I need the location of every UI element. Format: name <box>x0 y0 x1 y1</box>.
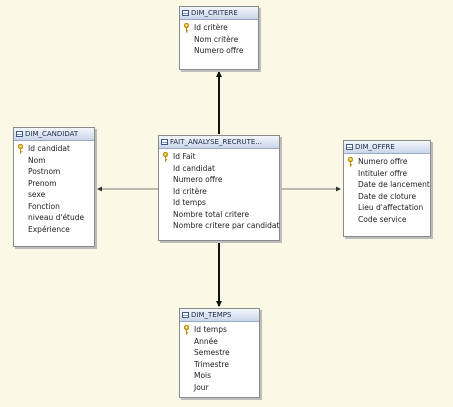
table-field[interactable]: Code service <box>344 214 430 226</box>
primary-key-field[interactable]: Id Fait <box>159 151 279 163</box>
table-field[interactable]: Intituler offre <box>344 168 430 180</box>
key-icon <box>17 144 24 154</box>
field-name: Numero offre <box>173 175 223 184</box>
field-name: Nom <box>28 155 46 165</box>
field-name: Nombre total critere <box>173 209 250 219</box>
table-field[interactable]: Date de lancement <box>344 179 430 191</box>
field-name: Lieu d'affectation <box>358 203 424 212</box>
table-field[interactable]: Jour <box>180 382 259 394</box>
field-name: Id temps <box>173 198 206 207</box>
key-icon <box>162 152 169 162</box>
field-name: Date de lancement <box>358 180 430 189</box>
field-name: Fonction <box>28 201 60 211</box>
field-name: Postnom <box>28 167 61 176</box>
table-field[interactable]: Prenom <box>14 178 94 190</box>
table-field[interactable]: Nom <box>14 155 94 167</box>
table-field[interactable]: niveau d'étude <box>14 212 94 224</box>
table-field[interactable]: Date de cloture <box>344 191 430 203</box>
table-field[interactable]: Mois <box>180 370 259 382</box>
key-icon <box>183 325 190 335</box>
field-name: Semestre <box>194 348 230 357</box>
field-name: niveau d'étude <box>28 213 85 222</box>
table-header[interactable]: DIM_OFFRE <box>344 141 430 154</box>
table-field[interactable]: Id temps <box>159 197 279 209</box>
table-title: DIM_CANDIDAT <box>25 130 79 138</box>
primary-key-field[interactable]: Id critère <box>180 22 258 34</box>
table-field[interactable]: Nombre total critere <box>159 209 279 221</box>
field-name: Id candidat <box>28 144 70 153</box>
table-field[interactable]: Fonction <box>14 201 94 213</box>
table-field[interactable]: sexe <box>14 189 94 201</box>
field-name: Id temps <box>194 325 227 334</box>
field-name: Id Fait <box>173 152 196 161</box>
field-name: Prenom <box>28 178 57 188</box>
field-name: Id critère <box>173 186 207 196</box>
field-name: Nom critère <box>194 34 239 44</box>
table-icon <box>182 10 189 16</box>
field-name: Numero offre <box>358 157 408 166</box>
table-title: DIM_OFFRE <box>355 143 395 151</box>
field-name: Numero offre <box>194 46 244 55</box>
field-name: Id critère <box>194 23 228 32</box>
table-icon <box>161 139 168 145</box>
field-name: Intituler offre <box>358 168 408 178</box>
table-icon <box>346 144 353 150</box>
field-name: Mois <box>194 371 212 380</box>
key-icon <box>183 23 190 33</box>
table-header[interactable]: DIM_CANDIDAT <box>14 128 94 141</box>
field-name: Année <box>194 336 218 346</box>
table-header[interactable]: DIM_CRITERE <box>180 7 258 20</box>
field-name: Expérience <box>28 224 70 234</box>
table-field[interactable]: Année <box>180 336 259 348</box>
table-header[interactable]: DIM_TEMPS <box>180 309 259 322</box>
table-field[interactable]: Expérience <box>14 224 94 236</box>
table-field[interactable]: Postnom <box>14 166 94 178</box>
field-name: Jour <box>194 382 209 392</box>
table-field[interactable]: Nombre critere par candidat <box>159 220 279 232</box>
table-field[interactable]: Lieu d'affectation <box>344 202 430 214</box>
field-name: Id candidat <box>173 163 215 173</box>
field-name: Nombre critere par candidat <box>173 221 280 230</box>
table-field[interactable]: Id candidat <box>159 163 279 175</box>
key-icon <box>347 157 354 167</box>
primary-key-field[interactable]: Id candidat <box>14 143 94 155</box>
table-field[interactable]: Id critère <box>159 186 279 198</box>
table-title: DIM_CRITERE <box>191 9 238 17</box>
table-field[interactable]: Trimestre <box>180 359 259 371</box>
table-field[interactable]: Semestre <box>180 347 259 359</box>
primary-key-field[interactable]: Numero offre <box>344 156 430 168</box>
table-icon <box>16 131 23 137</box>
table-icon <box>182 312 189 318</box>
table-field[interactable]: Numero offre <box>159 174 279 186</box>
table-title: DIM_TEMPS <box>191 311 232 319</box>
table-fait-analyse[interactable]: FAIT_ANALYSE_RECRUTE... Id Fait Id candid… <box>158 135 280 241</box>
table-field[interactable]: Nom critère <box>180 34 258 46</box>
field-name: Trimestre <box>194 359 229 369</box>
field-name: Code service <box>358 214 407 224</box>
table-field[interactable]: Numero offre <box>180 45 258 57</box>
table-header[interactable]: FAIT_ANALYSE_RECRUTE... <box>159 136 279 149</box>
table-title: FAIT_ANALYSE_RECRUTE... <box>170 138 262 146</box>
field-name: sexe <box>28 190 46 199</box>
field-name: Date de cloture <box>358 191 417 201</box>
primary-key-field[interactable]: Id temps <box>180 324 259 336</box>
